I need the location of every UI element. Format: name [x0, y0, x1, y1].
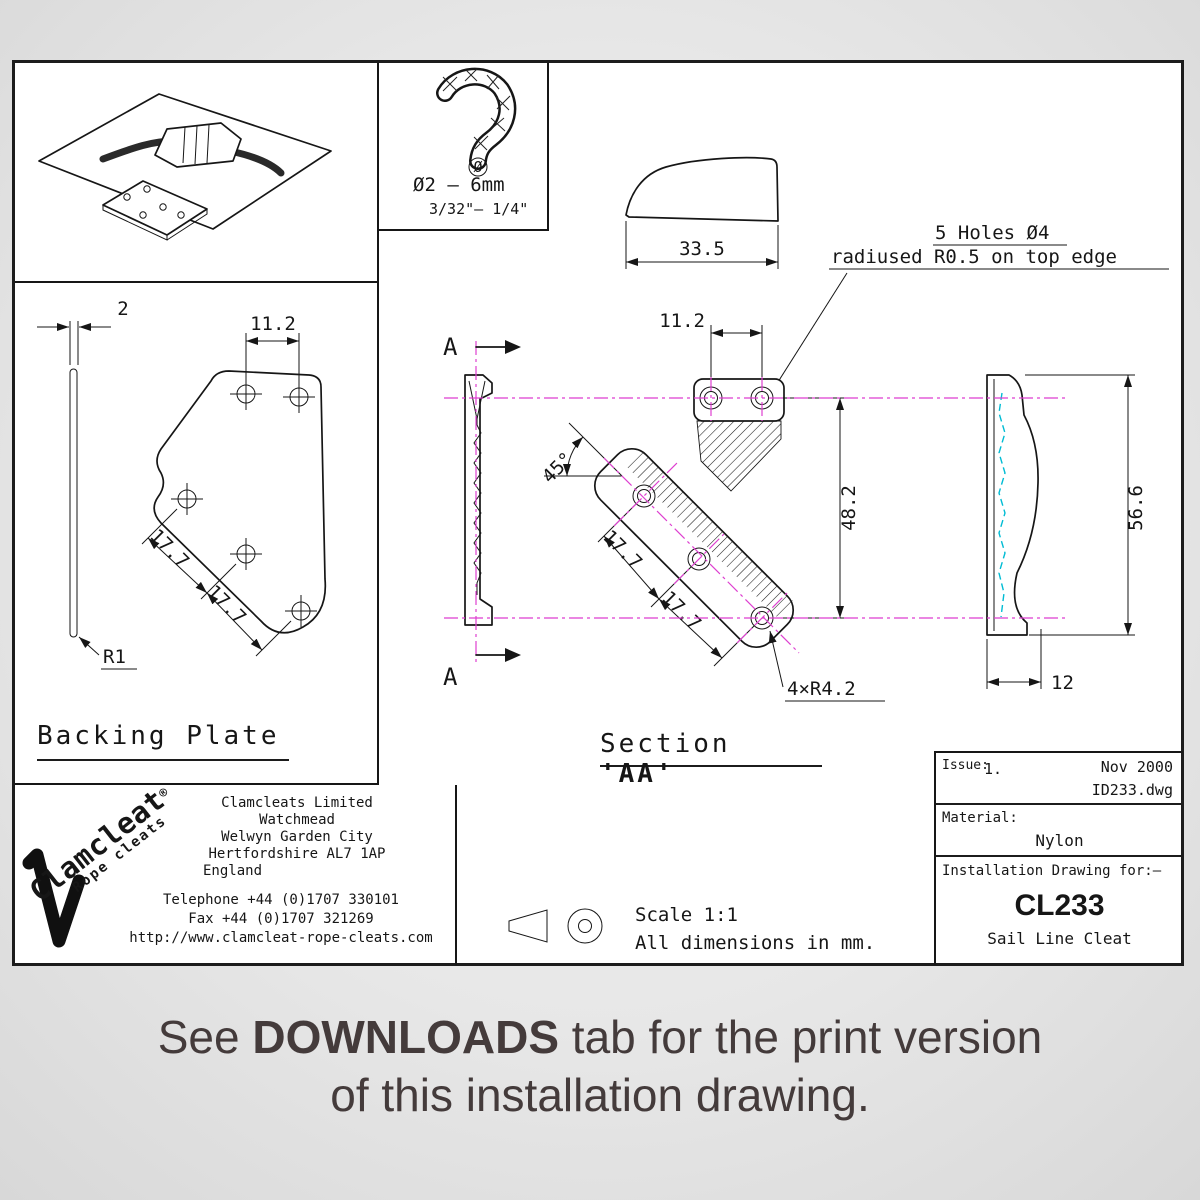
dim-33-5: 33.5	[679, 238, 725, 260]
dim-2: 2	[117, 298, 128, 320]
isometric-view-drawing	[38, 93, 332, 241]
address-line: Hertfordshire AL7 1AP	[208, 846, 386, 862]
section-title-word: Section	[600, 729, 731, 759]
dim-11-2: 11.2	[659, 310, 705, 332]
phone-line: Telephone +44 (0)1707 330101	[162, 892, 399, 908]
title-block-product-row: Installation Drawing for:– CL233 Sail Li…	[936, 857, 1183, 967]
address-line: England	[203, 863, 263, 879]
cleat-top-profile-view: 33.5	[625, 156, 779, 269]
company-block: Clamcleat® Rope cleats Clamcleats Limite…	[15, 782, 457, 965]
material-value: Nylon	[1035, 831, 1084, 850]
dim-56-6: 56.6	[1125, 485, 1147, 531]
first-angle-projection-icon	[508, 908, 603, 944]
product-name: Sail Line Cleat	[987, 929, 1132, 948]
cleat-grooves	[182, 124, 210, 165]
issue-value: 1.	[984, 760, 1003, 778]
dim-11-2: 11.2	[250, 313, 296, 335]
issue-date: Nov 2000	[1100, 758, 1173, 776]
section-arrow-top	[505, 340, 521, 354]
caption-rest: tab for the print version	[559, 1011, 1043, 1063]
dim-r1: R1	[103, 646, 126, 668]
rope-end	[468, 157, 488, 177]
section-marker-a-top: A	[443, 333, 458, 361]
rope-detail-panel: Ø Ø2 – 6mm 3/32"– 1/4"	[379, 63, 549, 231]
hatch-neck	[696, 420, 782, 492]
fax-line: Fax +44 (0)1707 321269	[188, 911, 374, 927]
section-title: Section 'AA'	[600, 729, 822, 789]
website-line: http://www.clamcleat-rope-cleats.com	[129, 930, 433, 946]
issue-label: Issue:	[942, 758, 989, 773]
rope-detail-drawing: Ø Ø2 – 6mm 3/32"– 1/4"	[413, 67, 528, 218]
dim-thickness-group: 2	[37, 298, 129, 365]
mount-bracket	[693, 378, 785, 422]
section-marker-a-bottom: A	[443, 663, 458, 691]
dim-hole-spacing-group: 11.2	[659, 310, 763, 385]
rope-diameter-metric: Ø2 – 6mm	[413, 174, 505, 196]
dim-12: 12	[1051, 672, 1074, 694]
title-block-issue-row: Issue: 1. Nov 2000 ID233.dwg	[936, 753, 1183, 805]
address-line: Watchmead	[259, 812, 335, 828]
units-note: All dimensions in mm.	[635, 932, 876, 954]
caption-line-1: See DOWNLOADS tab for the print version	[0, 1008, 1200, 1066]
cleat-v-icon	[22, 848, 86, 948]
caption-see: See	[157, 1011, 253, 1063]
dim-height-group: 48.2	[773, 397, 860, 619]
backing-plate-title: Backing Plate	[37, 721, 289, 761]
holes-annotation: 5 Holes Ø4 radiused R0.5 on top edge	[770, 222, 1169, 394]
radius-annotation: 4×R4.2	[768, 630, 885, 702]
centerlines	[444, 377, 1069, 654]
plate-edge-view	[69, 368, 78, 638]
scale-block: Scale 1:1 All dimensions in mm.	[501, 899, 901, 959]
cutting-plane-aa: A A	[443, 333, 521, 691]
backing-plate-outline	[153, 370, 327, 634]
section-title-mark: 'AA'	[600, 759, 675, 789]
company-contact: Telephone +44 (0)1707 330101 Fax +44 (0)…	[111, 891, 451, 948]
backing-plate-holes	[171, 378, 317, 627]
isometric-view-panel	[15, 63, 379, 283]
backing-plate-panel: 2 R1	[15, 283, 379, 785]
backing-plate-iso	[102, 180, 208, 241]
holes-note-line2: radiused R0.5 on top edge	[831, 246, 1117, 268]
section-aa-drawing: 33.5 5 Holes Ø4 radiused R0.5 on top edg…	[443, 156, 1169, 702]
cleat-side-view	[986, 374, 1039, 636]
title-block: Issue: 1. Nov 2000 ID233.dwg Material: N…	[934, 751, 1183, 965]
cleat-body	[154, 122, 242, 168]
scale-text-group: Scale 1:1 All dimensions in mm.	[635, 901, 875, 957]
rope-braid-lines	[442, 68, 511, 151]
hidden-teeth-line	[998, 392, 1006, 618]
caption-line-2: of this installation drawing.	[330, 1069, 870, 1121]
caption-downloads: DOWNLOADS	[252, 1011, 560, 1063]
dim-48-2: 48.2	[838, 485, 860, 531]
dim-side-width-group: 12	[986, 629, 1074, 694]
clamcleat-logo: Clamcleat® Rope cleats	[21, 782, 172, 961]
address-line: Welwyn Garden City	[221, 829, 373, 845]
material-label: Material:	[942, 810, 1018, 826]
dim-4xr4-2: 4×R4.2	[787, 678, 856, 700]
address-line: Clamcleats Limited	[221, 795, 373, 811]
company-address: Clamcleats Limited Watchmead Welwyn Gard…	[143, 795, 451, 880]
drawing-for-label: Installation Drawing for:–	[942, 863, 1162, 879]
section-arrow-bottom	[505, 648, 521, 662]
installation-drawing-sheet: 33.5 5 Holes Ø4 radiused R0.5 on top edg…	[12, 60, 1184, 966]
dim-hole-spacing-group: 11.2	[245, 313, 300, 384]
file-name: ID233.dwg	[1091, 781, 1173, 799]
product-code: CL233	[1014, 889, 1105, 922]
downloads-caption: See DOWNLOADS tab for the print version …	[0, 1008, 1200, 1124]
backing-plate-drawing: 2 R1	[37, 298, 327, 670]
title-block-material-row: Material: Nylon	[936, 805, 1183, 857]
dim-side-height-group: 56.6	[1025, 374, 1147, 636]
holes-note-line1: 5 Holes Ø4	[935, 222, 1049, 244]
phi-symbol: Ø	[473, 158, 482, 176]
scale-label: Scale 1:1	[635, 904, 738, 926]
hatch-arm	[625, 449, 795, 619]
rope-diameter-imperial: 3/32"– 1/4"	[429, 200, 528, 218]
radius-r1-group: R1	[78, 636, 137, 670]
cleat-front-view	[464, 374, 493, 626]
